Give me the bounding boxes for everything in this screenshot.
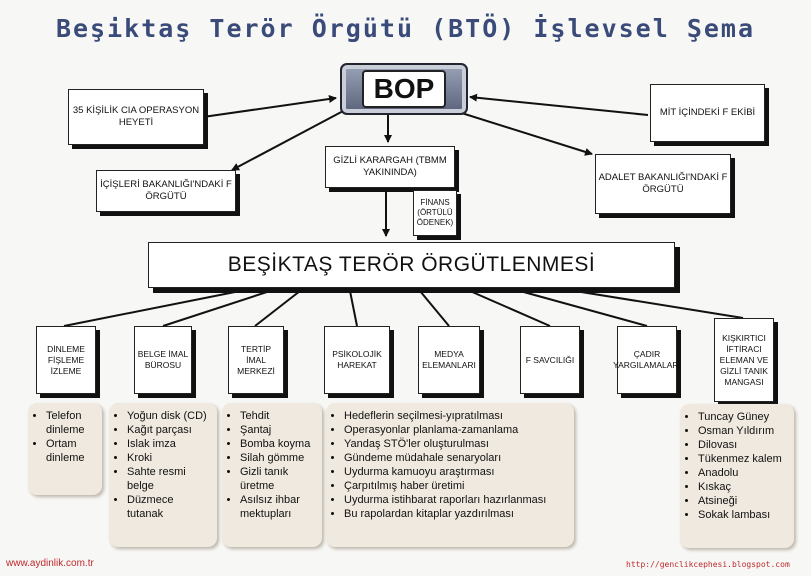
category-medya: MEDYA ELEMANLARI	[418, 326, 480, 394]
category-belge: BELGE İMAL BÜROSU	[134, 326, 192, 394]
line-mit-bop	[469, 93, 649, 116]
adalet-box: ADALET BAKANLIĞI'NDAKİ F ÖRGÜTÜ	[595, 154, 731, 214]
list-item: Yandaş STÖ'ler oluşturulması	[344, 437, 568, 451]
line-main-cat7	[519, 290, 648, 327]
list-item: Bomba koyma	[240, 437, 316, 451]
list-item: Osman Yıldırım	[698, 424, 788, 438]
finans-box: FİNANS (ÖRTÜLÜ ÖDENEK)	[413, 190, 457, 236]
category-dinleme: DİNLEME FİŞLEME İZLEME	[36, 326, 96, 394]
diagram-title: Beşiktaş Terör Örgütü (BTÖ) İşlevsel Şem…	[55, 14, 756, 43]
list-item: Islak imza	[127, 437, 211, 451]
list-item: Dilovası	[698, 438, 788, 452]
list-item: Uydurma kamuoyu araştırması	[344, 465, 568, 479]
list-belge: Yoğun disk (CD) Kağıt parçası Islak imza…	[109, 403, 217, 547]
line-main-cat8	[574, 290, 744, 319]
list-item: Kroki	[127, 451, 211, 465]
icisleri-box: İÇİŞLERİ BAKANLIĞI'NDAKİ F ÖRGÜTÜ	[96, 170, 236, 212]
list-item: Telefon dinleme	[46, 409, 96, 437]
list-item: Gizli tanık üretme	[240, 465, 316, 493]
category-psikolojik: PSİKOLOJİK HAREKAT	[324, 326, 390, 394]
list-item: Sokak lambası	[698, 508, 788, 522]
list-item: Silah gömme	[240, 451, 316, 465]
main-organization-box: BEŞİKTAŞ TERÖR ÖRGÜTLENMESİ	[148, 242, 675, 288]
cia-box: 35 KİŞİLİK CIA OPERASYON HEYETİ	[68, 89, 204, 145]
list-item: Çarpıtılmış haber üretimi	[344, 479, 568, 493]
list-psikolojik: Hedeflerin seçilmesi-yıpratılması Operas…	[326, 403, 574, 547]
list-kiskirtici: Tuncay Güney Osman Yıldırım Dilovası Tük…	[680, 404, 794, 548]
mit-box: MİT İÇİNDEKİ F EKİBİ	[650, 84, 765, 142]
list-item: Anadolu	[698, 466, 788, 480]
karargah-box: GİZLİ KARARGAH (TBMM YAKININDA)	[325, 146, 455, 188]
category-kiskirtici: KIŞKIRTICI İFTİRACI ELEMAN VE GİZLİ TANI…	[714, 318, 774, 402]
line-main-cat1	[63, 290, 241, 327]
line-bop-adalet	[451, 109, 593, 156]
line-bop-icisleri	[231, 109, 346, 171]
list-item: Kağıt parçası	[127, 423, 211, 437]
category-cadir: ÇADIR YARGILAMALARI	[613, 326, 681, 394]
list-item: Bu rapolardan kitaplar yazdırılması	[344, 507, 568, 521]
line-main-cat3	[254, 290, 301, 327]
list-item: Uydurma istihbarat raporları hazırlanmas…	[344, 493, 568, 507]
line-cia-bop	[202, 95, 337, 118]
list-item: Ortam dinleme	[46, 437, 96, 465]
footer-left-link[interactable]: www.aydinlik.com.tr	[6, 558, 94, 569]
list-item: Asılsız ihbar mektupları	[240, 493, 316, 521]
bop-label: BOP	[361, 70, 447, 108]
list-item: Atsineği	[698, 494, 788, 508]
line-main-cat4	[349, 290, 358, 327]
list-item: Düzmece tutanak	[127, 493, 211, 521]
list-item: Tuncay Güney	[698, 410, 788, 424]
category-tertip: TERTİP İMAL MERKEZİ	[228, 326, 284, 394]
line-main-cat6	[469, 290, 551, 327]
list-item: Tükenmez kalem	[698, 452, 788, 466]
category-savcilik: F SAVCILIĞI	[520, 326, 580, 394]
list-item: Kıskaç	[698, 480, 788, 494]
bop-box: BOP	[340, 63, 468, 115]
list-item: Gündeme müdahale senaryoları	[344, 451, 568, 465]
line-main-cat2	[162, 290, 271, 327]
list-item: Yoğun disk (CD)	[127, 409, 211, 423]
list-tertip: Tehdit Şantaj Bomba koyma Silah gömme Gi…	[222, 403, 322, 547]
line-main-cat5	[419, 290, 450, 327]
list-item: Sahte resmi belge	[127, 465, 211, 493]
list-dinleme: Telefon dinleme Ortam dinleme	[28, 403, 102, 495]
list-item: Tehdit	[240, 409, 316, 423]
footer-right-link[interactable]: http://genclikcephesi.blogspot.com	[626, 560, 790, 569]
list-item: Hedeflerin seçilmesi-yıpratılması	[344, 409, 568, 423]
list-item: Şantaj	[240, 423, 316, 437]
list-item: Operasyonlar planlama-zamanlama	[344, 423, 568, 437]
